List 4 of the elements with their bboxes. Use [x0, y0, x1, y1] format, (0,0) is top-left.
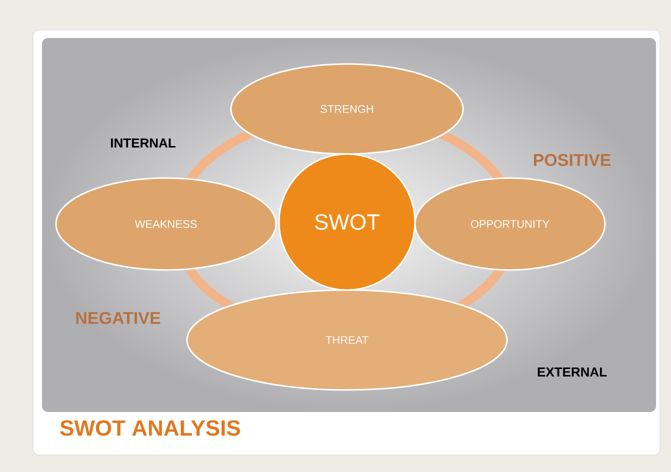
- label: INTERNAL: [111, 138, 176, 148]
- title: SWOT ANALYSIS: [60, 420, 240, 436]
- label: NEGATIVE: [76, 312, 160, 324]
- label: EXTERNAL: [538, 368, 607, 376]
